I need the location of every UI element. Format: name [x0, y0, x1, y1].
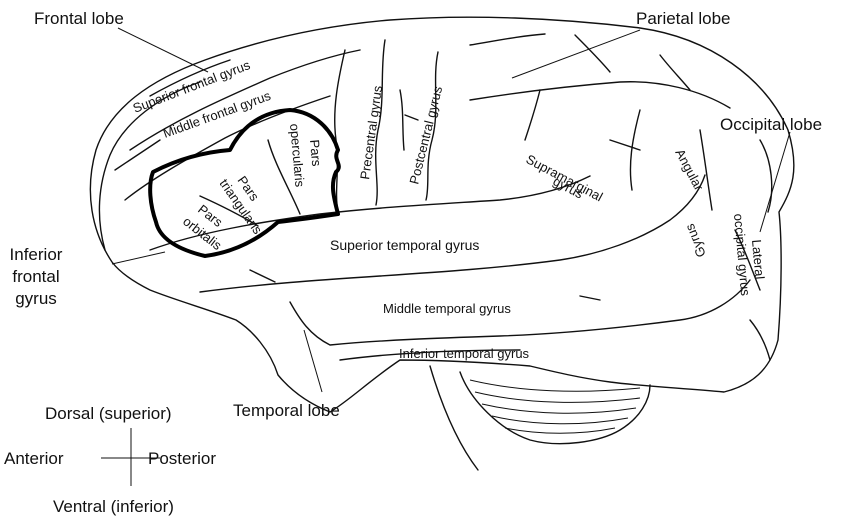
occipital-lobe-leader — [760, 132, 790, 232]
postcentral-branch-2 — [405, 115, 418, 120]
postcentral-gyrus-label: Postcentral gyrus — [406, 84, 445, 186]
postcentral-branch — [400, 90, 404, 150]
precentral-gyrus-label: Precentral gyrus — [357, 84, 385, 180]
lateral-occipital-label-2: occipital gyrus — [731, 213, 753, 297]
occipital-edge-line — [760, 140, 772, 212]
inferior-frontal-label-2: frontal — [12, 267, 59, 286]
dorsal-label: Dorsal (superior) — [45, 404, 172, 423]
pars-opercularis-label-2: opercularis — [287, 123, 308, 188]
superior-temporal-gyrus-label: Superior temporal gyrus — [330, 237, 479, 253]
middle-temporal-gyrus-label: Middle temporal gyrus — [383, 301, 511, 316]
intraparietal-sulcus — [470, 82, 730, 108]
inferior-temporal-gyrus-label: Inferior temporal gyrus — [399, 346, 530, 361]
inferior-frontal-label-3: gyrus — [15, 289, 57, 308]
frontal-lobe-leader — [118, 28, 208, 72]
inferior-temporal-sulcus — [290, 280, 750, 345]
inferior-frontal-leader — [112, 252, 165, 264]
angular-gyrus-label: Gyrus — [682, 221, 709, 259]
brainstem — [430, 366, 478, 470]
posterior-label: Posterior — [148, 449, 216, 468]
pars-opercularis-label-1: Pars — [307, 139, 324, 167]
temporal-small-3 — [580, 296, 600, 300]
angular-label: Angular — [672, 146, 707, 193]
occipital-lobe-label: Occipital lobe — [720, 115, 822, 134]
inferior-frontal-label-1: Inferior — [10, 245, 63, 264]
parietal-lobe-leader — [512, 30, 640, 78]
frontal-lobe-label: Frontal lobe — [34, 9, 124, 28]
temporal-small-2 — [250, 270, 275, 282]
superior-temporal-sulcus — [200, 175, 705, 292]
cerebellum — [430, 366, 650, 470]
precentral-sulcus — [335, 50, 345, 212]
anterior-label: Anterior — [4, 449, 64, 468]
occipital-lateral-2 — [750, 320, 770, 360]
parietal-lobe-label: Parietal lobe — [636, 9, 731, 28]
temporal-lobe-label: Temporal lobe — [233, 401, 340, 420]
ventral-label: Ventral (inferior) — [53, 497, 174, 516]
parietal-top-sulcus — [470, 34, 545, 45]
angular-branch — [610, 140, 640, 150]
parietal-small-1 — [575, 35, 610, 72]
supramarginal-sulcus — [525, 90, 540, 140]
occipital-sulcus — [700, 130, 712, 210]
